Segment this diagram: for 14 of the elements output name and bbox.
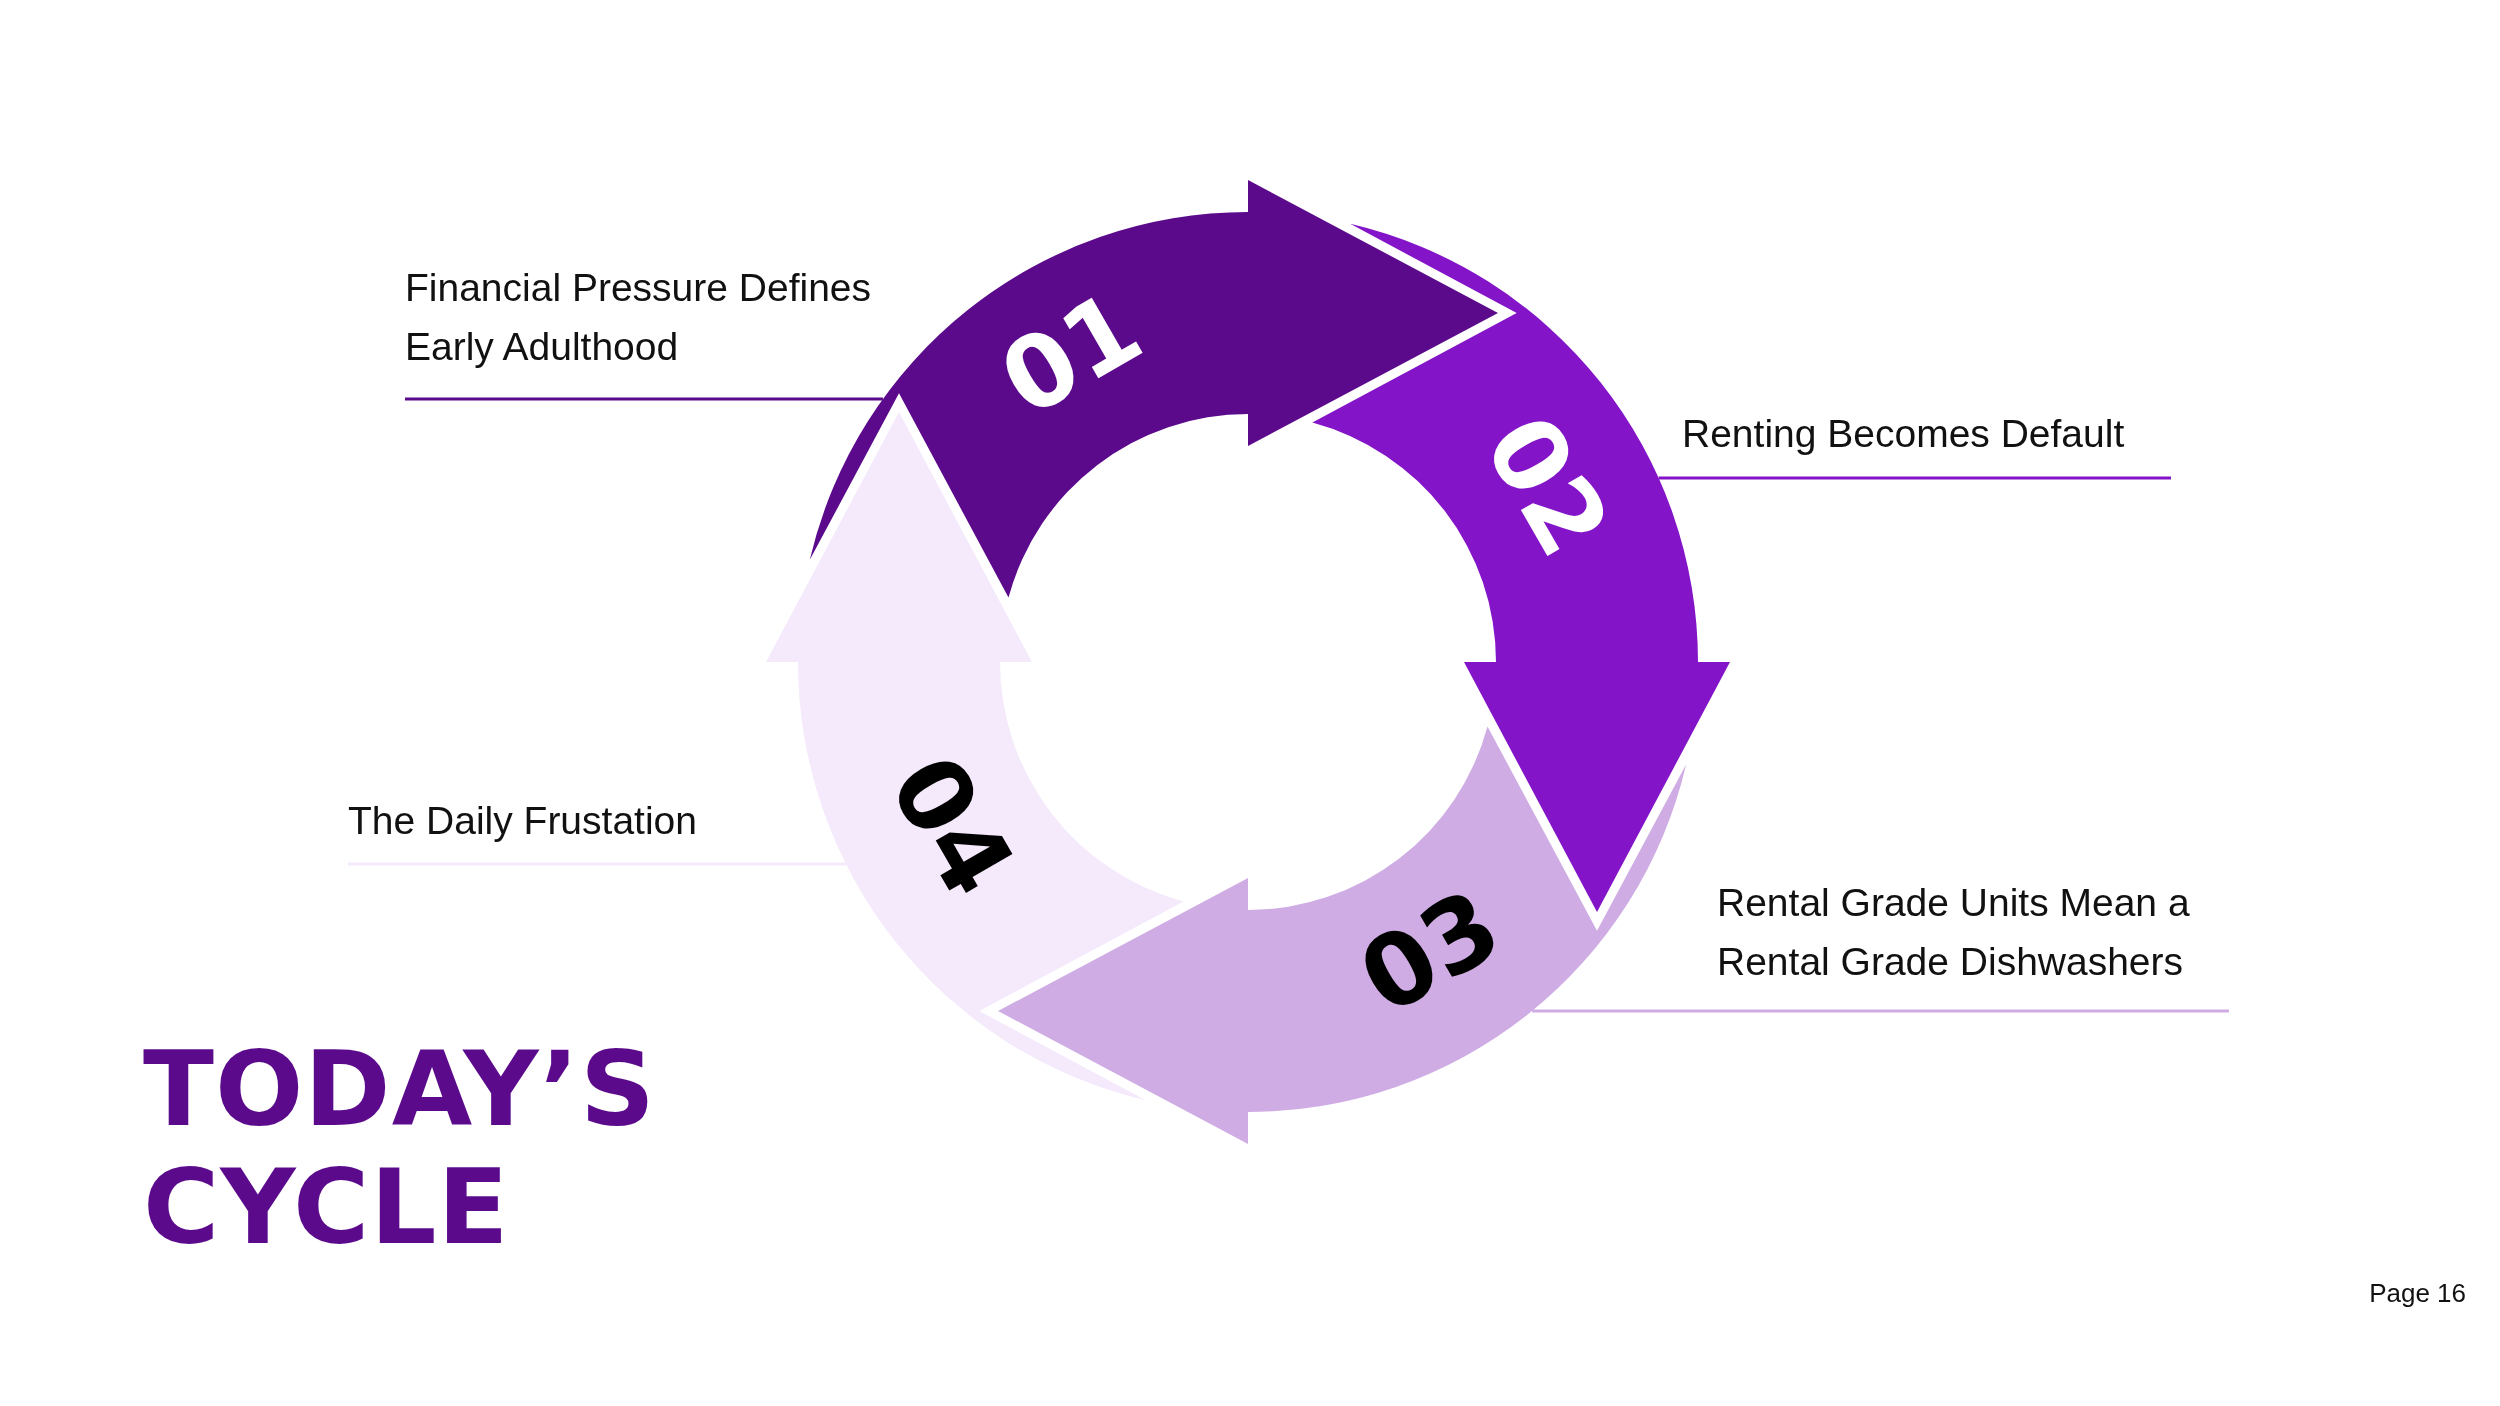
step-label: Rental Grade Units Mean a Rental Grade Dishwashers xyxy=(1717,873,2277,991)
step-label: Financial Pressure Defines Early Adulthood xyxy=(405,258,965,376)
step-number: 02 xyxy=(1461,396,1633,576)
page-number: Page 16 xyxy=(2369,1278,2466,1309)
title: TODAY’S CYCLE xyxy=(143,1030,657,1266)
step-label: The Daily Frustation xyxy=(348,791,868,850)
step-label: Renting Becomes Default xyxy=(1682,404,2202,463)
leader-line xyxy=(1658,476,2171,480)
leader-line xyxy=(1532,1009,2229,1013)
leader-line xyxy=(405,397,883,401)
step-number: 01 xyxy=(981,268,1161,440)
arrow-segment xyxy=(766,412,1184,1101)
step-number: 03 xyxy=(1340,866,1520,1038)
step-number: 04 xyxy=(866,736,1038,916)
